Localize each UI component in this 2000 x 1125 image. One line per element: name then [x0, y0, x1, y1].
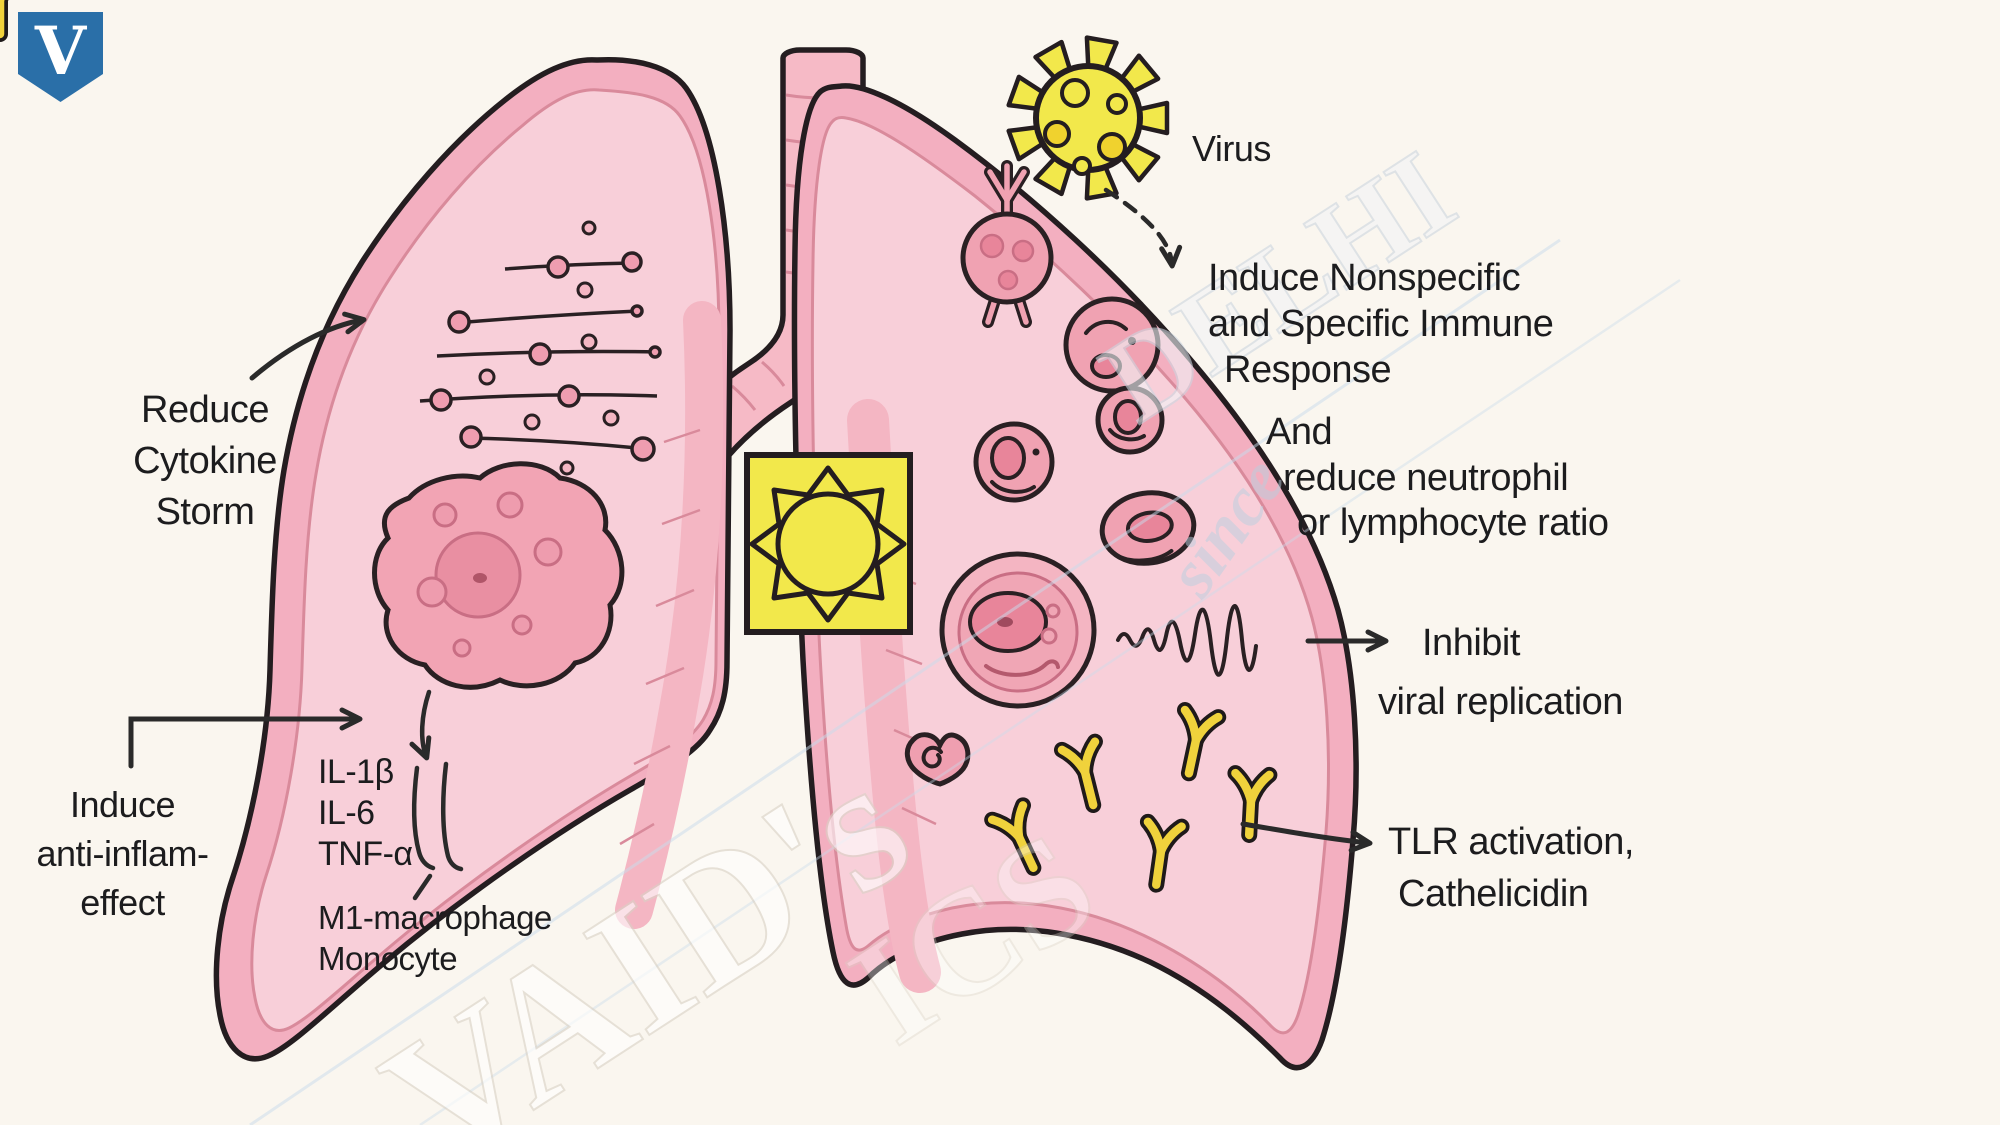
sun-square-icon [744, 452, 913, 635]
wave-squiggle [1116, 604, 1258, 677]
cytokine-storm-arrow [249, 311, 367, 381]
anti-inflam-elbow-arrow [128, 707, 363, 769]
monocyte-cell-3 [1095, 385, 1165, 455]
left-bronchus-band [615, 301, 724, 929]
macrophage-cell-right [939, 551, 1097, 709]
annotation-arrows [128, 187, 1389, 901]
inhibit-label-line2: viral replication [1378, 681, 1623, 723]
macrophage-down-arrow [409, 689, 432, 761]
cytokine-bracket [411, 761, 464, 901]
heart-cell [904, 732, 971, 787]
left-bronchus-branches [619, 428, 701, 846]
right-lung-cells [904, 160, 1258, 787]
m1-monocyte-label: M1-macrophage Monocyte [318, 899, 552, 977]
macrophage-cell-left [372, 461, 625, 690]
logo-shield-icon: V [18, 12, 103, 102]
inhibit-label-line1: Inhibit [1422, 622, 1520, 664]
and-reduce-label-line1: And [1266, 411, 1333, 453]
cytokines-label: IL-1β IL-6 TNF-α [318, 753, 413, 873]
virus-dashed-arrow [1103, 187, 1183, 269]
virus-label: Virus [1192, 128, 1271, 169]
dendritic-cell [960, 160, 1054, 328]
induce-anti-inflam-label: Induce anti-inflam- effect [36, 784, 209, 923]
tlr-label-line1: TLR activation, [1388, 821, 1634, 863]
logo-letter: V [34, 12, 88, 90]
red-blood-cell [1099, 490, 1197, 566]
tlr-arrow [1240, 821, 1373, 853]
virus-icon [1006, 35, 1170, 201]
monocyte-cell-2 [973, 421, 1055, 503]
monocyte-cell-1 [1063, 296, 1161, 394]
tlr-label-line2: Cathelicidin [1398, 873, 1589, 915]
reduce-cytokine-label: Reduce Cytokine Storm [133, 389, 277, 533]
and-reduce-label-line2: reduce neutrophil [1283, 457, 1569, 499]
immune-response-label: Induce Nonspecific and Specific Immune R… [1208, 257, 1554, 391]
cytokine-bead-lines [419, 220, 662, 476]
and-reduce-label-line3: or lymphocyte ratio [1297, 502, 1609, 544]
